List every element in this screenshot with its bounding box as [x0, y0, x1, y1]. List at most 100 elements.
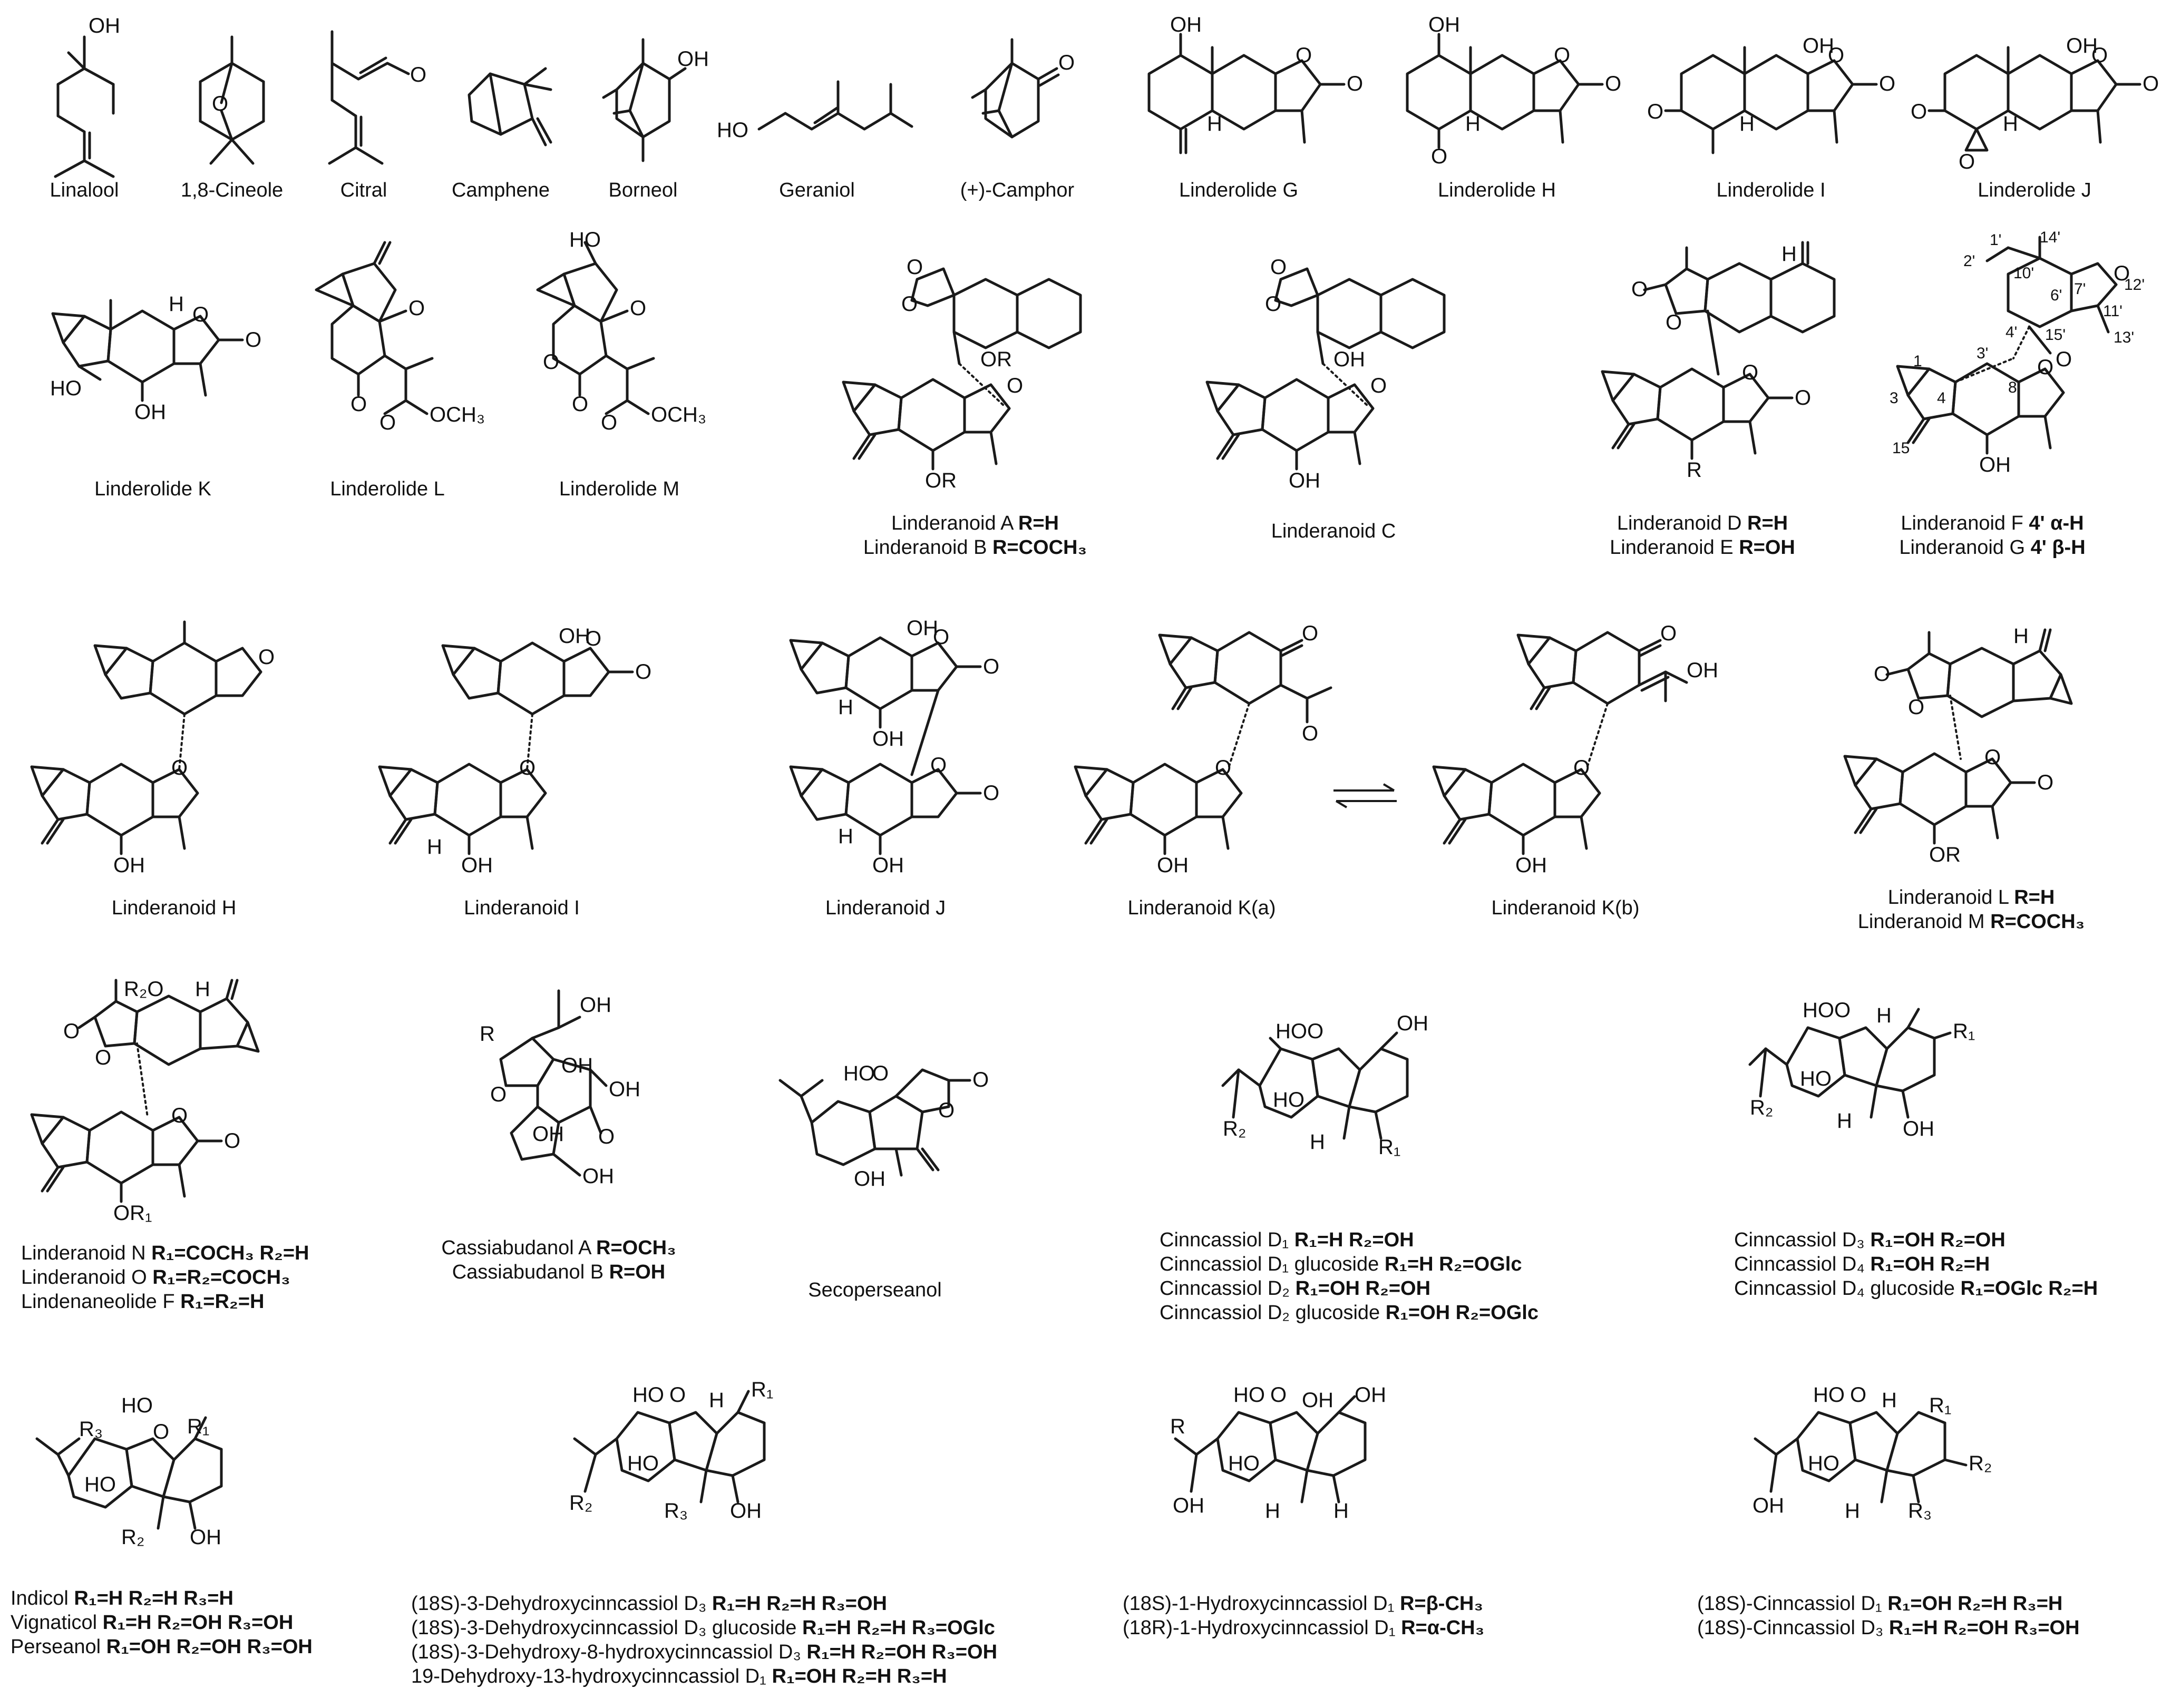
compound-cineole: O 1,8-Cineole [153, 11, 311, 211]
compound-caption-line: Linderanoid B R=COCH₃ [843, 535, 1107, 560]
substituent: R=COCH₃ [992, 536, 1087, 559]
atom-o: O [1270, 1383, 1287, 1407]
atom-ho: HO [632, 1383, 664, 1407]
atom-o: O [490, 1083, 507, 1106]
atom-och3: OCH₃ [651, 403, 706, 426]
atom-label: 3' [1977, 345, 1988, 362]
compound-name: Vignaticol [11, 1612, 98, 1634]
atom-o: O [2143, 72, 2159, 95]
atom-o: O [1647, 100, 1663, 123]
structure-linderanoid-kb: O OH O OH [1432, 622, 1718, 877]
atom-o: O [1660, 622, 1677, 645]
substituent: R₁=H R₂=OGlc [1384, 1253, 1522, 1275]
atom-o: O [2114, 262, 2130, 285]
compound-cassiabudanol: OH R O OH OH OH O OH Cassiabudanol A R=O… [422, 980, 717, 1317]
atom-oh: OH [113, 854, 145, 877]
atom-oh: OH [1355, 1383, 1386, 1407]
substituent: R₁=H R₂=H R₃=OGlc [802, 1617, 995, 1639]
atom-h: H [1465, 112, 1481, 135]
atom-o: O [601, 411, 617, 434]
structure-linderanoid-a: O O OR OR O [842, 256, 1082, 492]
atom-o: O [1874, 662, 1890, 686]
structure-linderanoid-l: O O H OR O O [1843, 624, 2073, 866]
compound-name: Linderolide J [1978, 179, 2091, 201]
atom-o: O [351, 393, 367, 416]
compound-cinncassiol-d3-d4: HO O H R₁ HO H OH R₂ Cinncassiol D₃ R₁=O… [1718, 980, 2150, 1360]
substituent: R₁=COCH₃ R₂=H [151, 1242, 309, 1264]
compound-name: Linderanoid I [464, 897, 580, 919]
compound-name: Linderanoid K(a) [1127, 897, 1276, 919]
compound-borneol: OH Borneol [575, 11, 712, 211]
compound-name: Perseanol [11, 1636, 106, 1658]
atom-h: H [1845, 1499, 1860, 1522]
atom-o: O [519, 756, 536, 779]
atom-oh: OH [559, 624, 590, 648]
compound-linderanoid-i: OH O O O H OH Linderanoid I [358, 622, 685, 938]
structure-hydroxycinncassiol: R HO O OH OH HO H H OH [1170, 1383, 1386, 1522]
atom-label: 12' [2124, 276, 2145, 294]
atom-oh: OH [907, 617, 938, 640]
atom-h: H [1781, 242, 1797, 266]
compound-name: Cinncassiol D₁ glucoside [1160, 1253, 1379, 1275]
atom-o: O [983, 782, 999, 805]
compound-linderolide-h: OH O O O H Linderolide H [1370, 11, 1623, 211]
atom-o: O [1370, 374, 1387, 397]
compound-linderanoid-j: OH O O H OH O O H OH Linderanoid J [738, 617, 1033, 938]
atom-r3: R₃ [664, 1499, 688, 1522]
structure-18s-cinncassiol: HO O H R₁ R₂ HO H R₃ OH [1753, 1383, 1992, 1522]
atom-oh: OH [1803, 34, 1834, 57]
atom-oh: OH [532, 1123, 564, 1146]
atom-label: 10' [2013, 265, 2034, 282]
compound-name: Indicol [11, 1587, 69, 1609]
structure-linderolide-k: HO OH H O O [50, 292, 261, 424]
atom-h: H [1837, 1109, 1852, 1133]
atom-or: OR [1929, 843, 1961, 866]
compound-caption-line: (18S)-3-Dehydroxycinncassiol D₃ R₁=H R₂=… [411, 1592, 1096, 1616]
compound-linderanoid-n-o: R₂O O O H O O OR₁ Linderanoid N R₁=COCH₃… [11, 978, 390, 1339]
substituent: R=COCH₃ [1990, 911, 2085, 933]
atom-o: O [2091, 44, 2108, 67]
atom-r1: R₁ [1953, 1020, 1975, 1043]
atom-oh: OH [89, 14, 120, 37]
compound-caption-line: Cinncassiol D₁ R₁=H R₂=OH [1160, 1228, 1550, 1252]
compound-name: Geraniol [779, 179, 855, 201]
compound-caption-line: (18S)-Cinncassiol D₁ R₁=OH R₂=H R₃=H [1697, 1592, 2150, 1616]
compound-name: Linderanoid G [1899, 536, 2026, 559]
compound-caption-line: (18S)-3-Dehydroxycinncassiol D₃ glucosid… [411, 1616, 1096, 1640]
substituent: 4' α-H [2029, 512, 2084, 534]
compound-name: Cinncassiol D₂ glucoside [1160, 1302, 1380, 1324]
atom-label: 13' [2114, 329, 2134, 346]
atom-oh: OH [854, 1167, 885, 1190]
atom-h: H [427, 835, 442, 858]
compound-18s-cinncassiol-group: HO O H R₁ R₂ HO H R₃ OH (18S)-Cinncassio… [1687, 1381, 2161, 1697]
atom-h: H [1739, 112, 1755, 135]
atom-o: O [1554, 44, 1570, 67]
atom-o: O [543, 350, 559, 374]
atom-o: O [572, 393, 588, 416]
atom-label: 7' [2074, 280, 2086, 298]
substituent: R₁=H R₂=OH [1294, 1229, 1414, 1251]
atom-o: O [1795, 386, 1811, 409]
compound-caption-line: Cinncassiol D₄ glucoside R₁=OGlc R₂=H [1734, 1276, 2150, 1301]
atom-oh: OH [561, 1054, 593, 1077]
structure-cinncassiol-d3: HO O H R₁ HO H OH R₂ [1748, 999, 1975, 1140]
compound-name: Cassiabudanol A [441, 1237, 591, 1259]
atom-o: O [2037, 356, 2053, 379]
compound-name: Linderanoid D [1617, 512, 1742, 534]
compound-linderanoid-c: O O OH OH O Linderanoid C [1186, 253, 1481, 569]
structure-linderanoid-f: 14' 1' 2' 10' 7' 6' 11' 12' 13' 4' 15' 3… [1890, 229, 2145, 476]
atom-o: O [379, 411, 396, 434]
compound-caption-line: Cassiabudanol B R=OH [422, 1260, 696, 1284]
substituent: R₁=OH R₂=OH [1870, 1229, 2006, 1251]
atom-o: O [1215, 756, 1231, 779]
compound-caption-line: (18S)-Cinncassiol D₃ R₁=H R₂=OH R₃=OH [1697, 1616, 2150, 1640]
atom-o: O [901, 292, 918, 316]
atom-h: H [169, 292, 184, 316]
atom-or: OR [925, 469, 957, 492]
atom-or1: OR₁ [113, 1202, 152, 1225]
atom-oh: OH [677, 47, 709, 71]
structure-linderolide-m: HO O O O O OCH₃ [536, 228, 706, 434]
atom-o: O [872, 1062, 889, 1085]
compound-caption-line: Linderanoid E R=OH [1581, 535, 1824, 560]
equilibrium-arrow [1333, 783, 1397, 808]
